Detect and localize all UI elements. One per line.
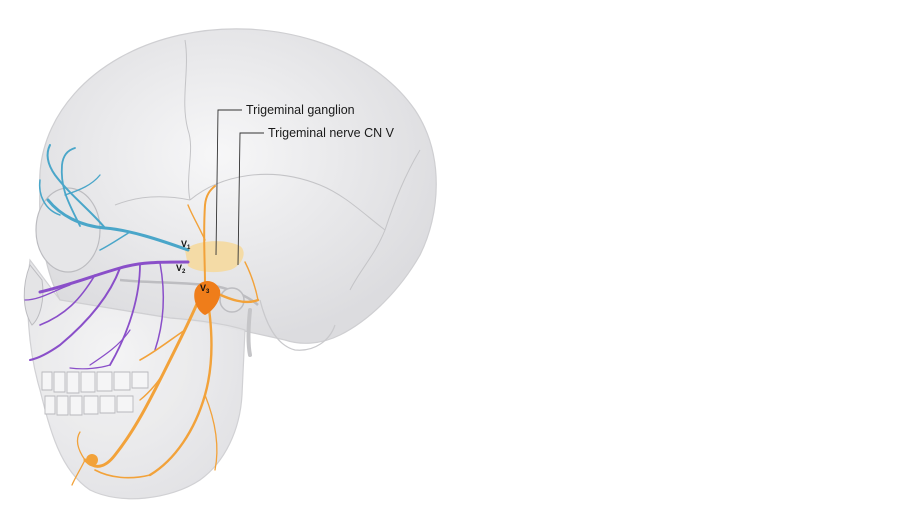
label-trigeminal-nerve: Trigeminal nerve CN V — [268, 126, 395, 140]
styloid-process — [249, 310, 251, 355]
mental-foramen-nerve — [86, 454, 98, 466]
label-trigeminal-ganglion: Trigeminal ganglion — [246, 103, 355, 117]
lower-teeth — [45, 396, 133, 415]
trigeminal-ganglion — [185, 241, 244, 272]
